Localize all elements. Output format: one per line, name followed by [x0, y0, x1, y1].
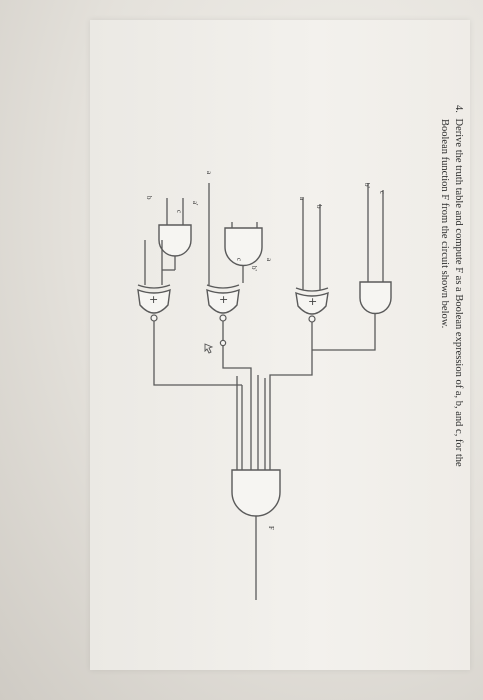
gate1-input-b-prime: b': [363, 183, 371, 188]
and-gate-5: [158, 198, 192, 270]
xor-gate-6: [137, 240, 242, 386]
gate3-input-a: a: [265, 258, 273, 262]
gate6-xor-symbol: +: [149, 293, 158, 306]
gate3-input-b-prime: b': [250, 266, 258, 271]
paper-sheet: [90, 20, 470, 670]
gate5-input-c: c: [175, 210, 183, 213]
and-gate-3: [224, 222, 263, 283]
gate5-input-a-prime: a': [191, 201, 199, 205]
xor-gate-4: [206, 183, 240, 369]
xor-gate-2: [295, 197, 329, 350]
cursor-icon: [204, 343, 214, 354]
gate6-input-b: b: [145, 196, 153, 200]
output-label-f: F: [267, 526, 275, 530]
gate4-xor-symbol: +: [219, 293, 228, 306]
bus-wires: [232, 350, 313, 470]
question-line-2: Boolean function F from the circuit show…: [439, 119, 450, 328]
gate2-xor-symbol: +: [308, 295, 317, 308]
gate2-input-a: a: [298, 197, 306, 201]
gate4-input-a: a: [205, 171, 213, 175]
gate2-input-b: b: [315, 205, 323, 209]
final-and-gate: [231, 469, 281, 600]
question-block: 4. Derive the truth table and compute F …: [439, 105, 464, 467]
svg-text:4. Derive the truth tabl: 4. Derive the truth table and compute F …: [453, 105, 464, 467]
question-line-1: Derive the truth table and compute F as …: [453, 119, 464, 467]
question-number: 4.: [453, 105, 464, 113]
gate1-input-c: c: [378, 191, 386, 194]
and-gate-1: [312, 183, 392, 351]
gate3-input-c: c: [235, 258, 243, 261]
